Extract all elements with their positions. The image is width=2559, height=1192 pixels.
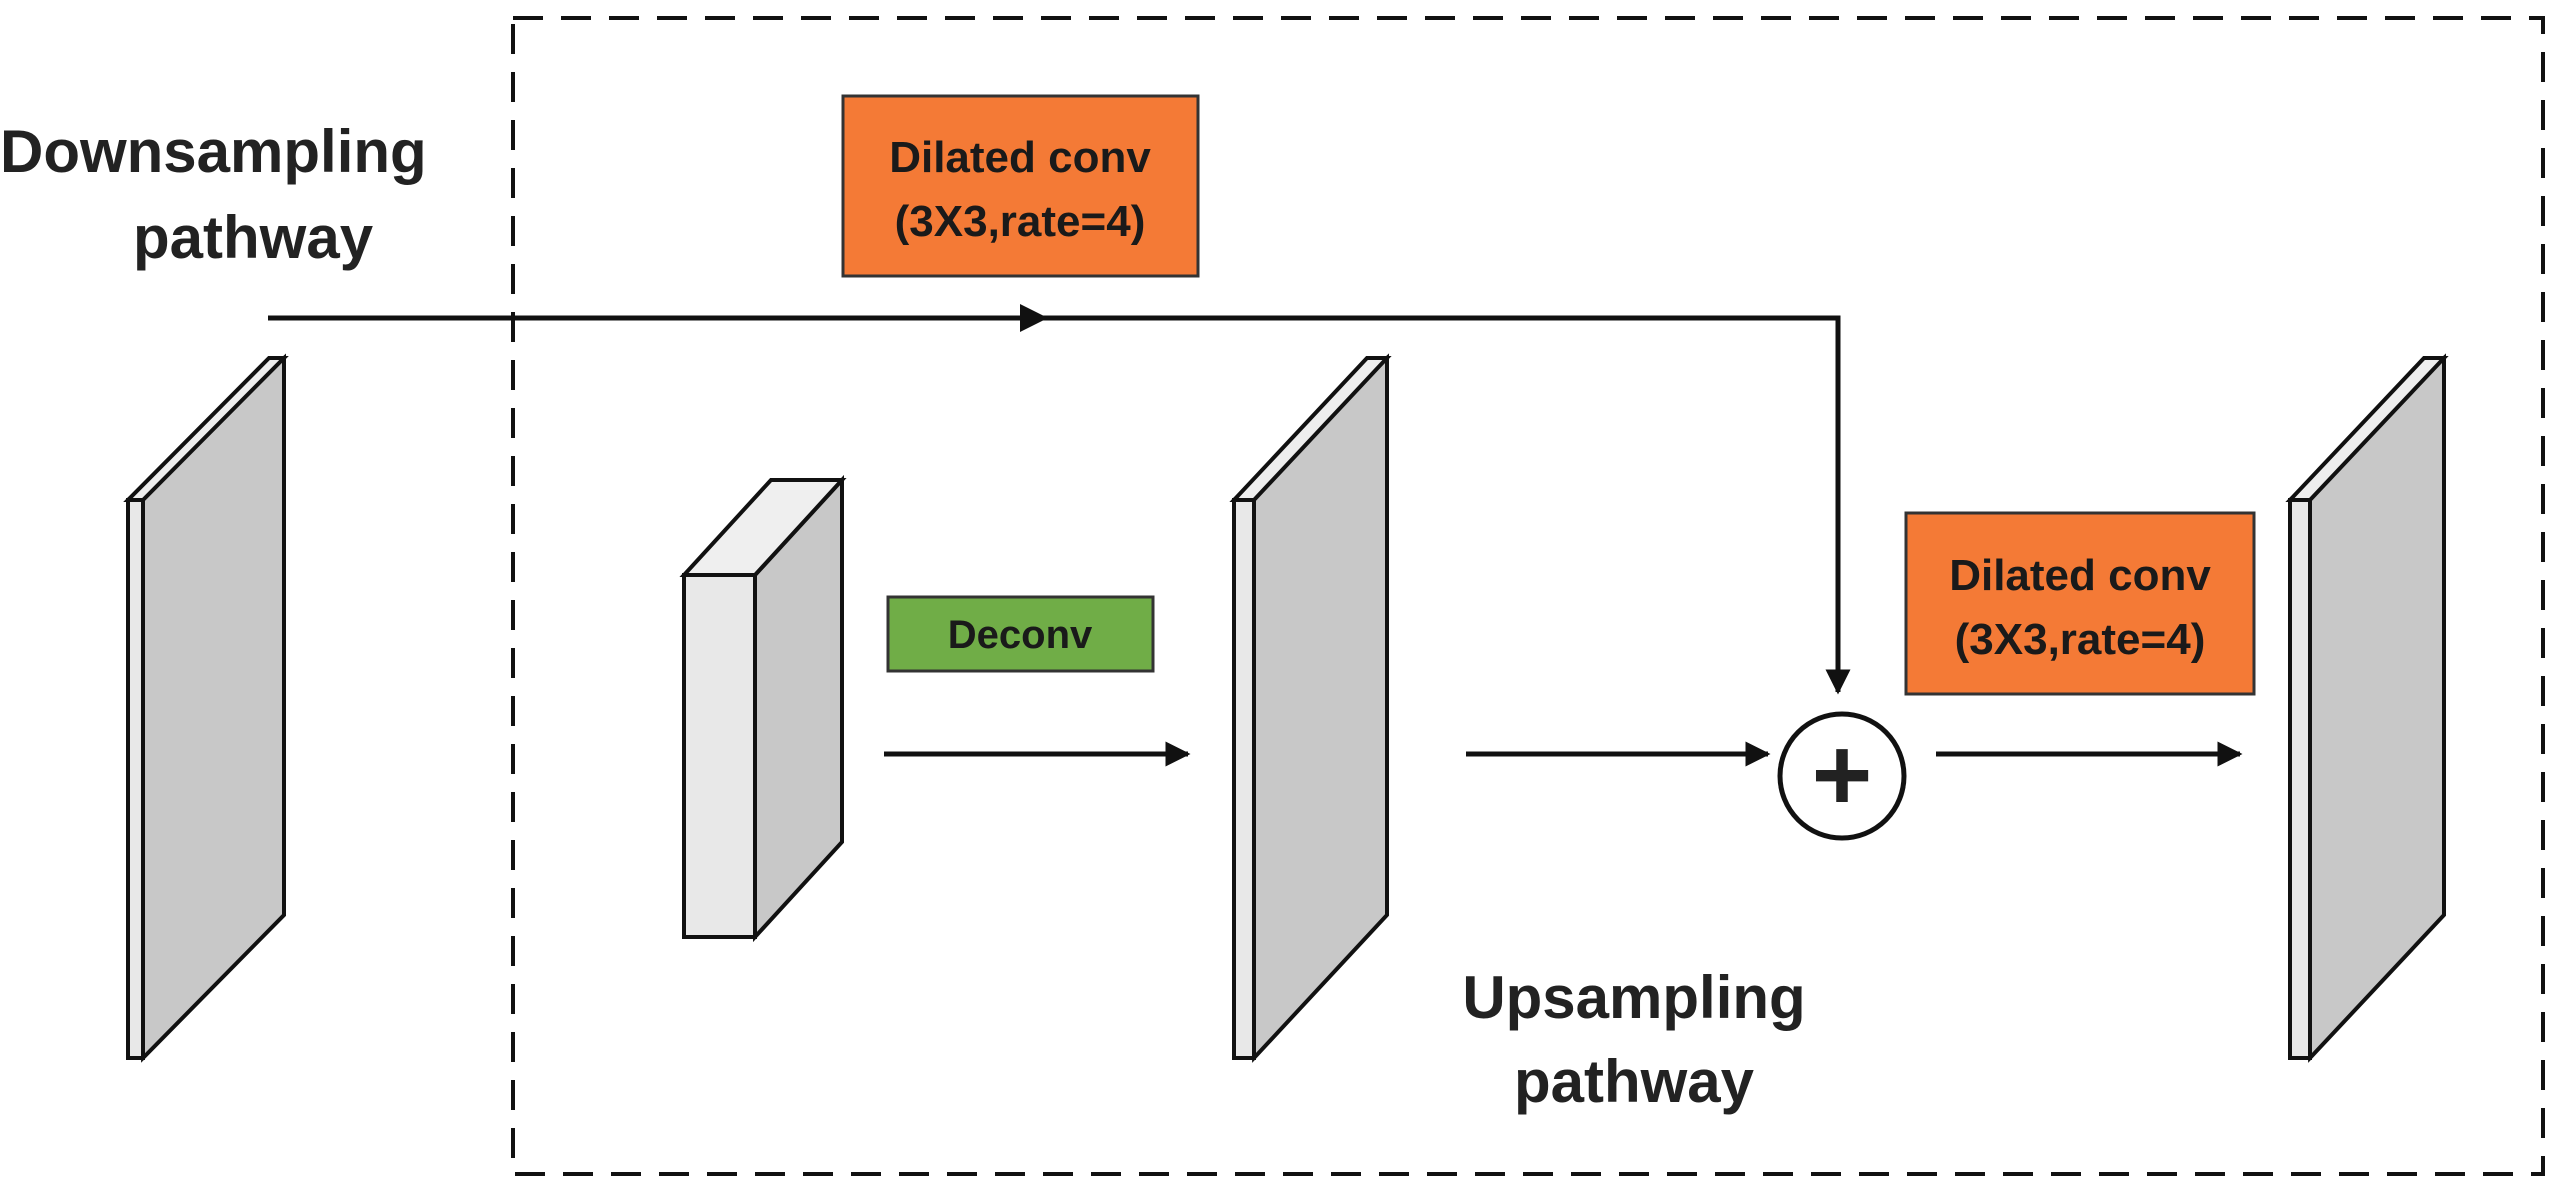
dilated-conv-top-line2: (3X3,rate=4) xyxy=(895,197,1146,246)
downsampling-label-line1: Downsampling xyxy=(0,118,427,185)
dilated-conv-right-line1: Dilated conv xyxy=(1949,551,2211,600)
upsampling-module-boundary xyxy=(511,16,2545,1176)
deconv-label: Deconv xyxy=(948,613,1093,657)
upsampling-label-line1: Upsampling xyxy=(1462,964,1805,1031)
upsampling-label-line2: pathway xyxy=(1514,1048,1755,1115)
downsampling-label-line2: pathway xyxy=(133,204,374,271)
feature-map-lowres xyxy=(679,474,847,943)
dilated-conv-right-line2: (3X3,rate=4) xyxy=(1955,615,2206,664)
dilated-conv-top-line1: Dilated conv xyxy=(889,133,1151,182)
skip-connection-line xyxy=(268,315,1851,695)
dilated-conv-box-top: Dilated conv (3X3,rate=4) xyxy=(841,94,1200,278)
feature-map-output xyxy=(2285,353,2449,1063)
elementwise-sum-icon: + xyxy=(1777,711,1907,841)
dilated-conv-box-right: Dilated conv (3X3,rate=4) xyxy=(1904,511,2256,696)
feature-map-input xyxy=(123,353,289,1063)
skip-connection-midarrow xyxy=(1020,304,1048,332)
sum-symbol: + xyxy=(1812,717,1873,833)
deconv-box: Deconv xyxy=(886,595,1155,673)
feature-map-upsampled xyxy=(1229,353,1392,1063)
